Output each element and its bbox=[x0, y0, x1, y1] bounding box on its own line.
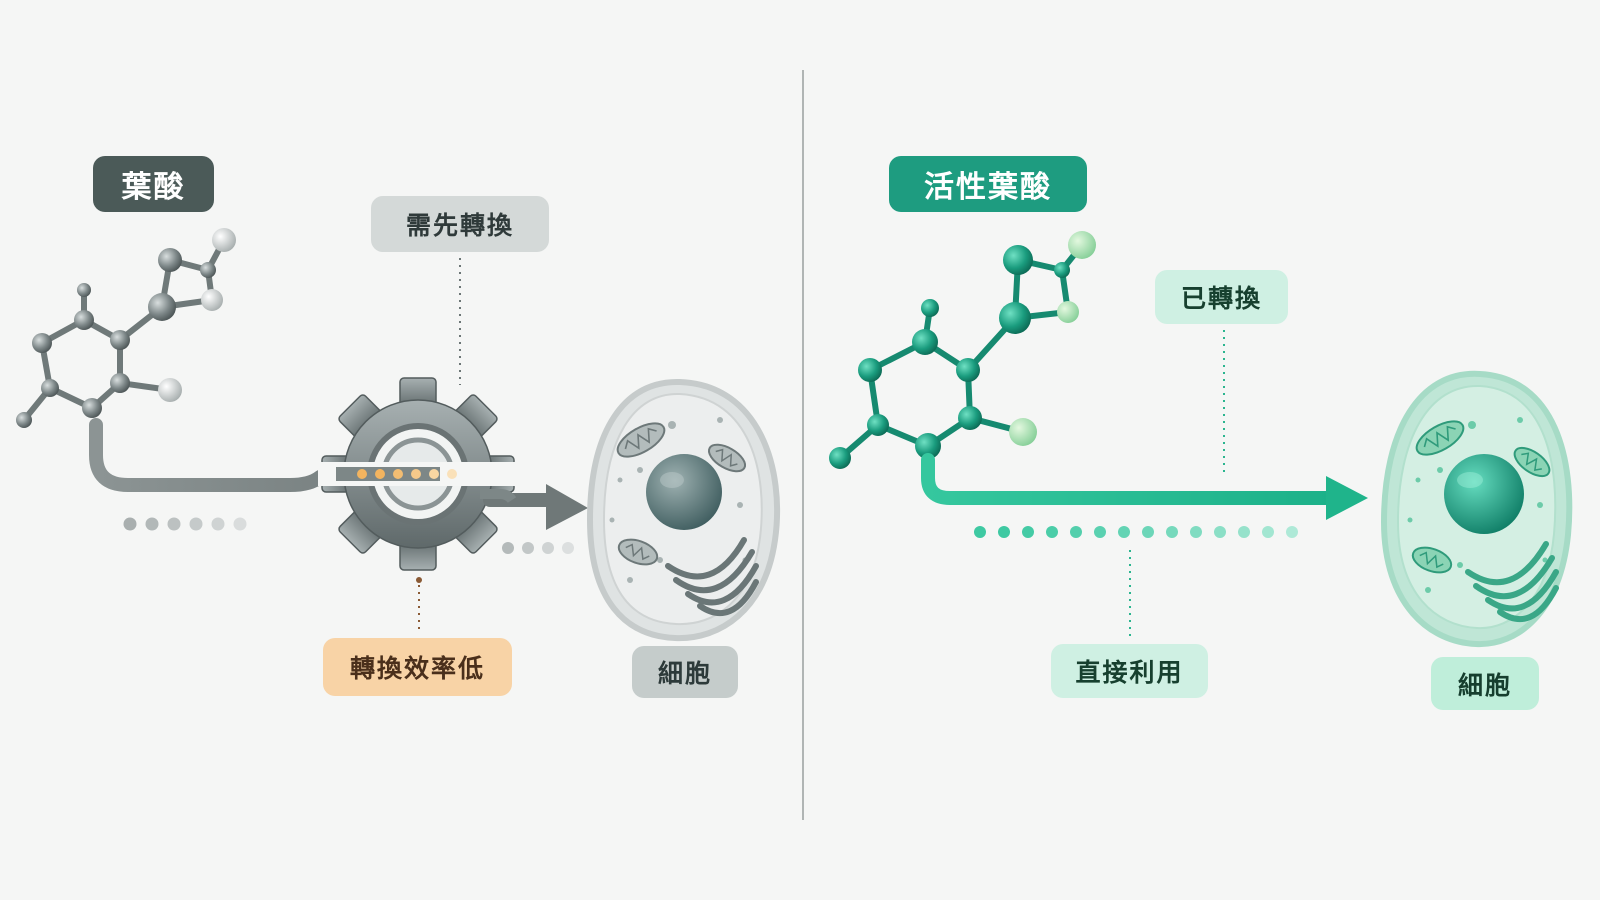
arrow-to-cell bbox=[480, 484, 588, 530]
right-title-badge: 活性葉酸 bbox=[889, 156, 1087, 212]
direct-path bbox=[921, 453, 1368, 520]
cell-icon bbox=[1380, 370, 1573, 648]
low-efficiency-callout: 轉換效率低 bbox=[323, 638, 512, 696]
right-title: 活性葉酸 bbox=[924, 170, 1052, 205]
left-cell-label: 細胞 bbox=[657, 659, 712, 688]
converted-label: 已轉換 bbox=[1180, 284, 1262, 313]
dotted-trail bbox=[502, 542, 574, 554]
gear-icon bbox=[318, 377, 518, 571]
direct-use-callout: 直接利用 bbox=[1051, 644, 1208, 698]
conversion-required-label: 需先轉換 bbox=[405, 211, 514, 240]
low-efficiency-label: 轉換效率低 bbox=[349, 654, 485, 683]
right-cell-label: 細胞 bbox=[1457, 670, 1512, 700]
left-cell-label-badge: 細胞 bbox=[632, 646, 738, 698]
conversion-required-callout: 需先轉換 bbox=[371, 196, 549, 252]
molecule-icon bbox=[829, 231, 1096, 469]
leader-dot bbox=[416, 577, 422, 583]
left-title: 葉酸 bbox=[121, 170, 186, 205]
molecule-icon bbox=[16, 228, 236, 428]
converted-callout: 已轉換 bbox=[1155, 270, 1288, 324]
dotted-trail bbox=[974, 526, 1298, 538]
cell-icon bbox=[586, 378, 781, 642]
dotted-trail bbox=[123, 517, 247, 531]
left-title-badge: 葉酸 bbox=[93, 156, 214, 212]
right-cell-label-badge: 細胞 bbox=[1431, 657, 1539, 710]
direct-use-label: 直接利用 bbox=[1075, 658, 1184, 687]
